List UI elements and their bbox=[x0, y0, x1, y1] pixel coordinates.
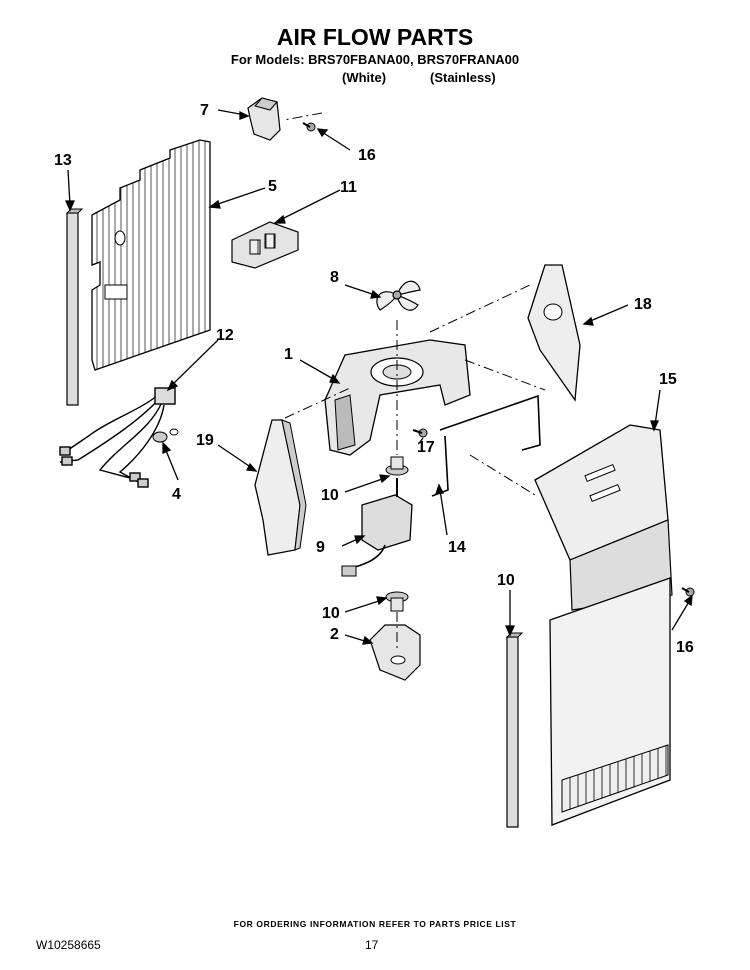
part-15-front-cover bbox=[534, 424, 673, 826]
part-18-right-divider bbox=[527, 264, 581, 402]
callout-7: 9 bbox=[316, 539, 325, 556]
callout-4: 4 bbox=[172, 486, 181, 503]
part-12-wire-harness bbox=[59, 387, 176, 488]
callout-leaders bbox=[64, 109, 693, 645]
part-11-duct-insert bbox=[231, 221, 299, 269]
page-title: AIR FLOW PARTS bbox=[276, 24, 474, 50]
part-17-screw bbox=[412, 428, 428, 438]
callout-2: 2 bbox=[330, 626, 339, 643]
part-5-rear-panel bbox=[91, 139, 211, 371]
callout-16-right: 16 bbox=[676, 639, 694, 656]
part-16-screw-top bbox=[302, 122, 316, 132]
callout-3: 7 bbox=[200, 102, 209, 119]
variant-stainless: (Stainless) bbox=[430, 70, 496, 85]
part-9-gasket-strip bbox=[505, 632, 524, 828]
part-16-screw-right bbox=[681, 587, 695, 597]
callout-5: 5 bbox=[268, 178, 277, 195]
callout-15: 15 bbox=[659, 371, 677, 388]
page-number: 17 bbox=[365, 938, 379, 952]
part-7-fan-motor bbox=[341, 478, 413, 577]
part-3-bracket bbox=[247, 97, 281, 141]
callout-16-top: 16 bbox=[358, 147, 376, 164]
part-19-left-divider bbox=[254, 419, 307, 556]
callout-10-bottom: 10 bbox=[322, 605, 340, 622]
callout-1: 1 bbox=[284, 346, 293, 363]
document-number: W10258665 bbox=[36, 938, 101, 952]
model-numbers: For Models: BRS70FBANA00, BRS70FRANA00 bbox=[230, 52, 520, 67]
callout-9: 10 bbox=[497, 572, 515, 589]
callout-13: 14 bbox=[448, 539, 466, 556]
callout-19: 19 bbox=[196, 432, 214, 449]
callout-14: 13 bbox=[54, 152, 72, 169]
variant-white: (White) bbox=[342, 70, 387, 85]
callout-10-top: 10 bbox=[321, 487, 339, 504]
part-8-fan-blade bbox=[376, 280, 421, 311]
part-10-motor-mount-bottom bbox=[385, 591, 409, 612]
alignment-lines bbox=[283, 112, 546, 652]
callout-17: 17 bbox=[417, 439, 435, 456]
ordering-note: FOR ORDERING INFORMATION REFER TO PARTS … bbox=[233, 919, 517, 929]
callout-18: 18 bbox=[634, 296, 652, 313]
part-14-gasket-strip bbox=[65, 208, 84, 406]
part-10-motor-mount-top bbox=[385, 456, 409, 476]
part-4-grommet bbox=[152, 428, 179, 443]
part-2-motor-bracket bbox=[369, 624, 421, 681]
part-1-fan-housing bbox=[324, 339, 471, 456]
callout-12: 12 bbox=[216, 327, 234, 344]
callout-11: 11 bbox=[340, 179, 357, 196]
part-13-wire-brace bbox=[431, 394, 541, 497]
callout-8: 8 bbox=[330, 269, 339, 286]
